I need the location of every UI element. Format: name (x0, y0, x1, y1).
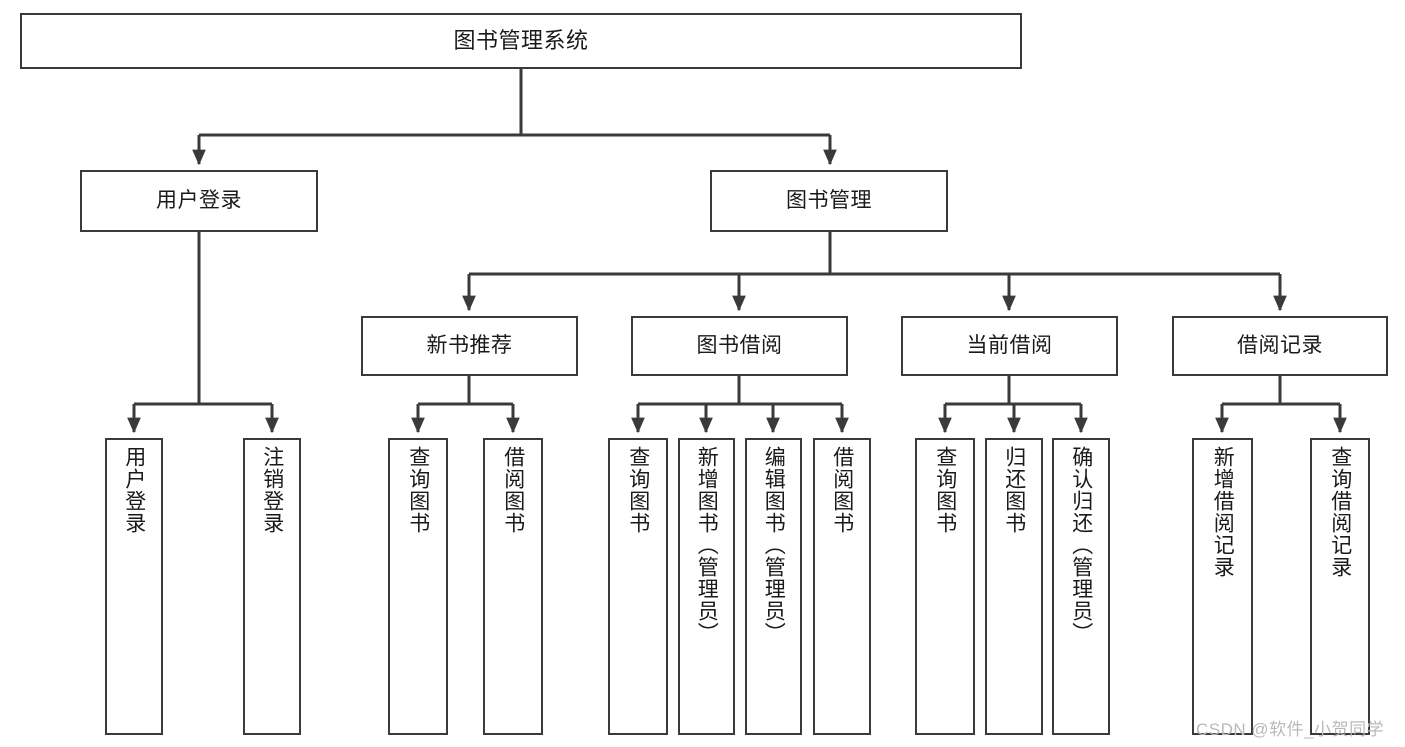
node-leaf-query-record[interactable]: 查询借阅记录 (1310, 438, 1370, 735)
node-new-book-recommend[interactable]: 新书推荐 (361, 316, 578, 376)
node-current-borrow-label: 当前借阅 (966, 333, 1053, 357)
node-leaf-edit-book-label: 编辑图书（管理员） (762, 446, 786, 644)
node-user-login[interactable]: 用户登录 (80, 170, 318, 232)
node-leaf-borrow-book-2[interactable]: 借阅图书 (813, 438, 871, 735)
node-new-book-recommend-label: 新书推荐 (426, 333, 513, 357)
node-leaf-user-login-label: 用户登录 (122, 446, 146, 534)
node-leaf-borrow-book-1-label: 借阅图书 (501, 446, 525, 534)
node-leaf-logout-login[interactable]: 注销登录 (243, 438, 301, 735)
node-leaf-query-record-label: 查询借阅记录 (1328, 446, 1352, 578)
node-leaf-query-book-3[interactable]: 查询图书 (915, 438, 975, 735)
node-root[interactable]: 图书管理系统 (20, 13, 1022, 69)
node-book-borrow[interactable]: 图书借阅 (631, 316, 848, 376)
node-leaf-query-book-1-label: 查询图书 (406, 446, 430, 534)
node-book-manage[interactable]: 图书管理 (710, 170, 948, 232)
node-current-borrow[interactable]: 当前借阅 (901, 316, 1118, 376)
node-leaf-query-book-2[interactable]: 查询图书 (608, 438, 668, 735)
node-leaf-borrow-book-1[interactable]: 借阅图书 (483, 438, 543, 735)
node-leaf-query-book-2-label: 查询图书 (626, 446, 650, 534)
node-borrow-record-label: 借阅记录 (1237, 333, 1323, 357)
node-leaf-edit-book[interactable]: 编辑图书（管理员） (745, 438, 802, 735)
node-leaf-query-book-1[interactable]: 查询图书 (388, 438, 448, 735)
node-leaf-add-record-label: 新增借阅记录 (1211, 446, 1235, 578)
node-leaf-user-login[interactable]: 用户登录 (105, 438, 163, 735)
node-leaf-add-book[interactable]: 新增图书（管理员） (678, 438, 735, 735)
node-leaf-query-book-3-label: 查询图书 (933, 446, 957, 534)
node-root-label: 图书管理系统 (453, 28, 589, 54)
node-book-borrow-label: 图书借阅 (696, 333, 783, 357)
node-leaf-add-book-label: 新增图书（管理员） (695, 446, 719, 644)
node-borrow-record[interactable]: 借阅记录 (1172, 316, 1388, 376)
node-book-manage-label: 图书管理 (786, 188, 872, 212)
node-leaf-add-record[interactable]: 新增借阅记录 (1192, 438, 1253, 735)
node-leaf-borrow-book-2-label: 借阅图书 (830, 446, 854, 534)
node-leaf-confirm-return[interactable]: 确认归还（管理员） (1052, 438, 1110, 735)
csdn-watermark: CSDN @软件_小贺同学 (1196, 720, 1385, 739)
node-leaf-confirm-return-label: 确认归还（管理员） (1069, 446, 1093, 644)
node-leaf-return-book-label: 归还图书 (1002, 446, 1026, 534)
node-leaf-return-book[interactable]: 归还图书 (985, 438, 1043, 735)
node-user-login-label: 用户登录 (156, 188, 242, 212)
node-leaf-logout-login-label: 注销登录 (260, 446, 284, 534)
